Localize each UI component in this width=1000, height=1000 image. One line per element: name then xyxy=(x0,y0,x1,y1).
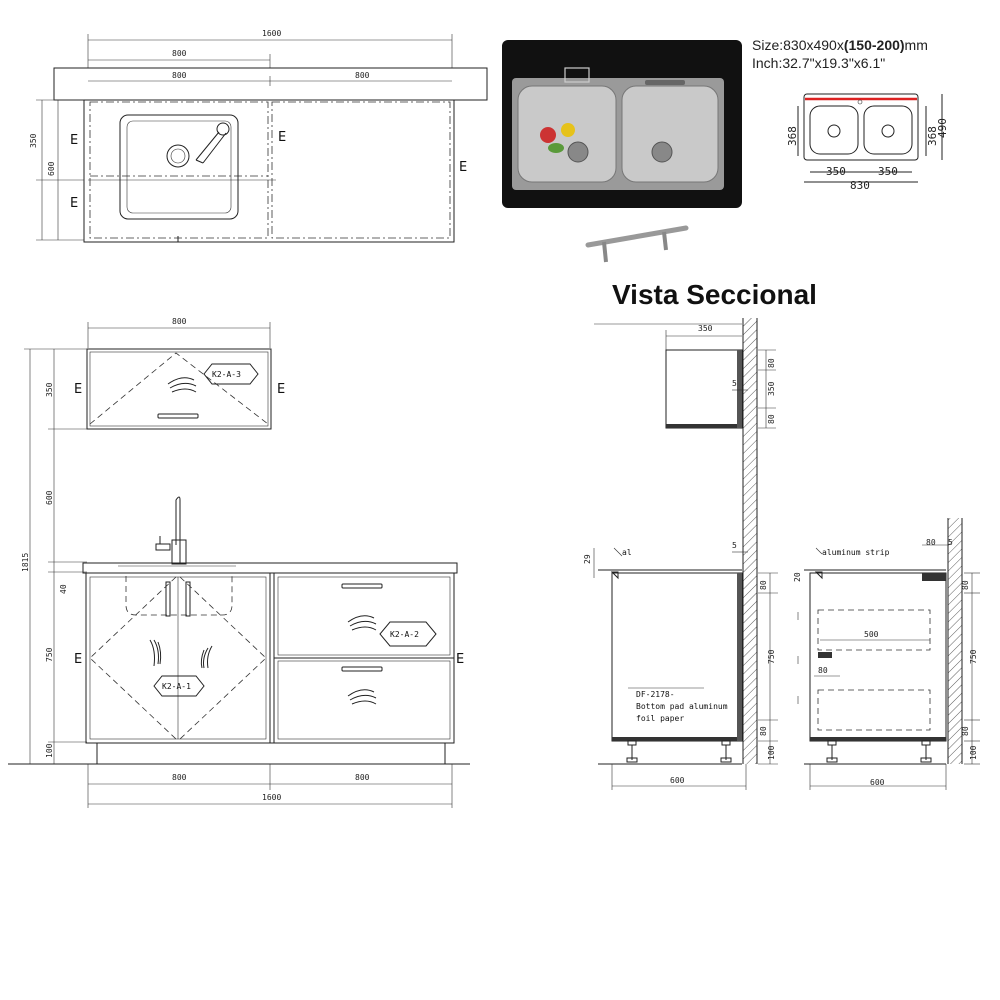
plan-dim-inner-right: 800 xyxy=(355,71,370,80)
front-dim-total-h: 1815 xyxy=(21,553,30,572)
front-edge-mark: E xyxy=(456,652,464,667)
sec-base-80a: 80 xyxy=(759,580,768,590)
sink-dim-368-right: 368 xyxy=(926,126,939,146)
tag-wall-cabinet: K2-A-3 xyxy=(212,370,241,379)
plan-dim-total: 1600 xyxy=(262,29,281,38)
sectional-view: Vista Seccional 350 80 350 80 5 29 al 5 xyxy=(583,279,980,790)
sec-r-80top: 80 xyxy=(926,538,936,547)
front-dim-counter: 40 xyxy=(59,584,68,594)
sec-note-code: DF-2178- xyxy=(636,690,675,699)
plan-edge-mark: E xyxy=(70,196,78,211)
section-title: Vista Seccional xyxy=(612,279,817,310)
sec-base-5: 5 xyxy=(732,541,737,550)
sink-inch: Inch:32.7"x19.3"x6.1" xyxy=(752,55,885,71)
sec-wall-depth: 350 xyxy=(698,324,713,333)
sec-r-80s: 80 xyxy=(818,666,828,675)
sec-r-5: 5 xyxy=(948,538,953,547)
sec-note-line2: foil paper xyxy=(636,714,684,723)
front-edge-mark: E xyxy=(74,382,82,397)
sink-size: Size:830x490x(150-200)mm xyxy=(752,37,928,53)
front-dim-wall-width: 800 xyxy=(172,317,187,326)
sec-r-80a: 80 xyxy=(961,580,970,590)
sec-r-80b: 80 xyxy=(961,726,970,736)
sec-r-750: 750 xyxy=(969,649,978,664)
front-dim-bottom-left: 800 xyxy=(172,773,187,782)
tag-drawer-cabinet: K2-A-2 xyxy=(390,630,419,639)
sink-spec: Size:830x490x(150-200)mm Inch:32.7"x19.3… xyxy=(752,37,949,192)
front-edge-mark: E xyxy=(277,382,285,397)
plan-edge-mark: E xyxy=(459,160,467,175)
plan-dim-inner-left: 800 xyxy=(172,71,187,80)
plan-dim-600: 600 xyxy=(47,161,56,176)
sink-dim-490: 490 xyxy=(936,118,949,138)
sink-dim-830: 830 xyxy=(850,179,870,192)
sec-base-600: 600 xyxy=(670,776,685,785)
sec-wall-80b: 80 xyxy=(767,414,776,424)
plan-dim-350: 350 xyxy=(29,133,38,148)
sec-wall-80a: 80 xyxy=(767,358,776,368)
plan-edge-mark: E xyxy=(70,133,78,148)
front-elevation: 800 K2-A-3 E E 350 600 1815 40 750 100 xyxy=(8,317,470,808)
sec-base-100: 100 xyxy=(767,745,776,760)
plan-edge-mark: E xyxy=(278,130,286,145)
sec-base-750: 750 xyxy=(767,649,776,664)
front-edge-mark: E xyxy=(74,652,82,667)
plan-dim-top-left: 800 xyxy=(172,49,187,58)
sec-note-line1: Bottom pad aluminum xyxy=(636,702,728,711)
sec-r-strip: aluminum strip xyxy=(822,548,890,557)
sec-r-600: 600 xyxy=(870,778,885,787)
tag-sink-cabinet: K2-A-1 xyxy=(162,682,191,691)
plan-view: 1600 800 800 800 350 600 E xyxy=(29,29,488,243)
sec-base-80b: 80 xyxy=(759,726,768,736)
sink-dim-350a: 350 xyxy=(826,165,846,178)
handle-image xyxy=(585,225,689,263)
product-photo xyxy=(502,40,742,208)
sec-wall-5: 5 xyxy=(732,379,737,388)
sec-base-29: 29 xyxy=(583,554,592,564)
front-dim-plinth: 100 xyxy=(45,743,54,758)
sec-r-500: 500 xyxy=(864,630,879,639)
front-dim-bottom-total: 1600 xyxy=(262,793,281,802)
sink-dim-350b: 350 xyxy=(878,165,898,178)
sec-wall-350: 350 xyxy=(767,381,776,396)
front-dim-gap: 600 xyxy=(45,490,54,505)
sink-dim-368-left: 368 xyxy=(786,126,799,146)
sec-r-20: 20 xyxy=(793,572,802,582)
front-dim-bottom-right: 800 xyxy=(355,773,370,782)
sec-base-al: al xyxy=(622,548,632,557)
sec-r-100: 100 xyxy=(969,745,978,760)
front-dim-base-h: 750 xyxy=(45,647,54,662)
front-dim-wall-h: 350 xyxy=(45,382,54,397)
